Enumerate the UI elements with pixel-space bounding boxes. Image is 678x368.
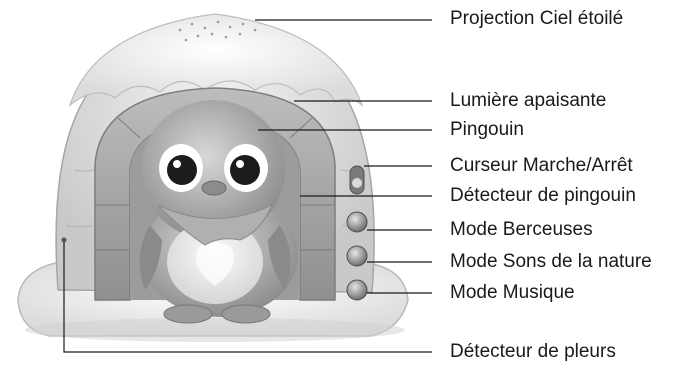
nature-sounds-mode-button[interactable] — [347, 246, 367, 266]
callout-label-projection: Projection Ciel étoilé — [450, 8, 623, 30]
lullaby-mode-button[interactable] — [347, 212, 367, 232]
cry-sensor-hole — [62, 238, 67, 243]
callout-label-musique: Mode Musique — [450, 282, 575, 304]
callout-label-sons-nature: Mode Sons de la nature — [450, 251, 652, 273]
callout-label-lumiere: Lumière apaisante — [450, 90, 606, 112]
penguin-plush — [140, 100, 298, 323]
callout-label-detecteur-pingouin: Détecteur de pingouin — [450, 185, 636, 207]
callout-label-pingouin: Pingouin — [450, 119, 524, 141]
callout-label-berceuses: Mode Berceuses — [450, 219, 593, 241]
power-slider[interactable] — [350, 166, 364, 194]
music-mode-button[interactable] — [347, 280, 367, 300]
callout-label-curseur: Curseur Marche/Arrêt — [450, 155, 633, 177]
callout-label-pleurs: Détecteur de pleurs — [450, 341, 616, 363]
